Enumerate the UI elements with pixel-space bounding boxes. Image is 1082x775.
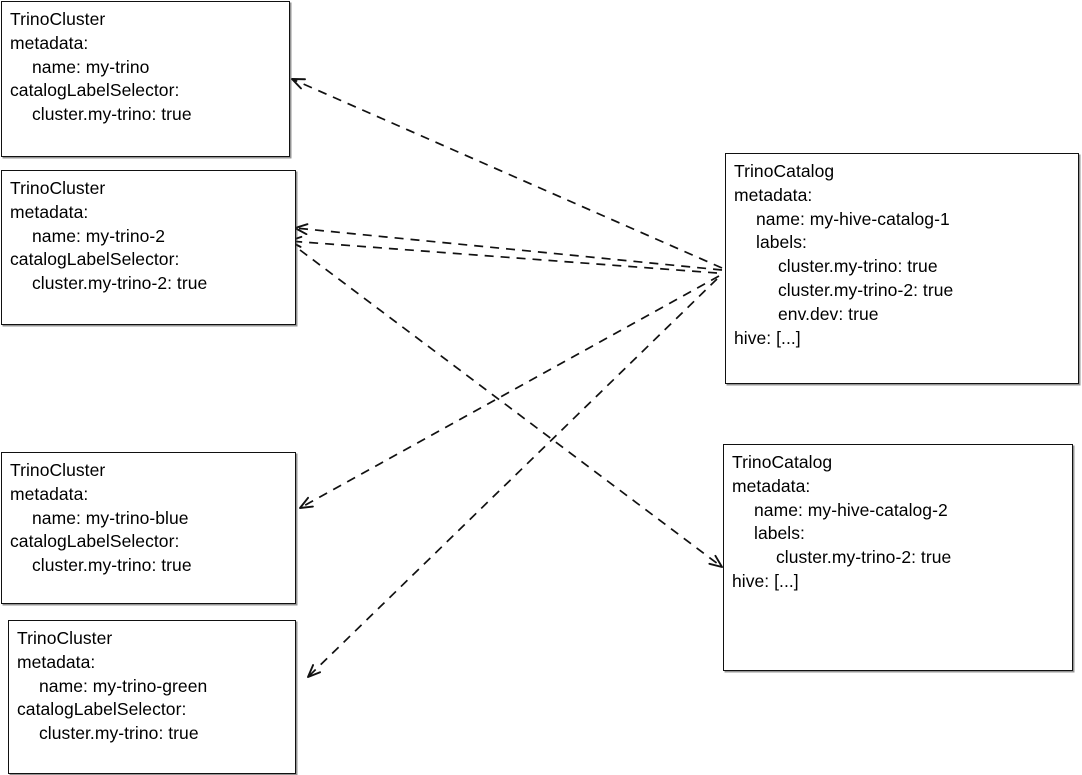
edge-catalog1-to-cluster-my-trino — [291, 78, 723, 269]
edge-catalog2-to-cluster-my-trino-2 — [288, 235, 718, 274]
node-field-line: metadata: — [10, 201, 89, 222]
node-field-line: catalogLabelSelector: — [10, 249, 180, 270]
node-cluster-my-trino-blue[interactable]: TrinoCluster metadata: name: my-trino-blue… — [1, 452, 296, 604]
node-field-line: name: my-trino-2 — [32, 225, 166, 246]
node-field-line: catalogLabelSelector: — [10, 80, 180, 101]
node-field-line: cluster.my-trino-2: true — [776, 547, 952, 568]
node-cluster-my-trino[interactable]: TrinoCluster metadata: name: my-trino catal… — [1, 1, 290, 157]
node-field-line: hive: [...] — [734, 327, 801, 348]
node-field-line: hive: [...] — [732, 570, 799, 591]
node-kind-label: TrinoCluster — [10, 178, 106, 198]
node-field-line: metadata: — [732, 475, 811, 496]
node-field-line: metadata: — [17, 651, 96, 672]
node-cluster-my-trino-2[interactable]: TrinoCluster metadata: name: my-trino-2 cat… — [1, 170, 296, 325]
node-kind-label: TrinoCatalog — [734, 161, 835, 181]
edge-group — [288, 78, 723, 678]
edge-catalog1-to-cluster-my-trino-blue — [299, 275, 720, 509]
node-kind-label: TrinoCluster — [17, 628, 113, 648]
node-field-line: name: my-hive-catalog-1 — [756, 208, 950, 229]
node-field-line: cluster.my-trino-2: true — [32, 273, 208, 294]
node-field-line: metadata: — [734, 184, 813, 205]
node-field-line: cluster.my-trino: true — [778, 256, 938, 277]
node-kind-label: TrinoCluster — [10, 9, 106, 29]
node-cluster-my-trino-green[interactable]: TrinoCluster metadata: name: my-trino-gree… — [8, 620, 296, 774]
node-field-line: cluster.my-trino: true — [32, 104, 192, 125]
edge-cluster-my-trino-2-to-catalog2 — [299, 249, 723, 568]
node-field-line: catalogLabelSelector: — [17, 699, 187, 720]
node-field-line: metadata: — [10, 483, 89, 504]
node-field-line: name: my-trino-green — [39, 675, 208, 696]
node-catalog-my-hive-catalog-1[interactable]: TrinoCatalog metadata: name: my-hive-catal… — [725, 153, 1079, 384]
node-field-line: catalogLabelSelector: — [10, 531, 180, 552]
node-catalog-my-hive-catalog-2[interactable]: TrinoCatalog metadata: name: my-hive-catal… — [723, 444, 1073, 671]
edge-catalog1-to-cluster-my-trino-2 — [294, 223, 723, 271]
node-kind-label: TrinoCluster — [10, 460, 106, 480]
node-field-line: labels: — [754, 523, 805, 544]
node-field-line: name: my-hive-catalog-2 — [754, 499, 948, 520]
node-field-line: env.dev: true — [778, 303, 879, 324]
node-field-line: cluster.my-trino-2: true — [778, 279, 954, 300]
node-field-line: metadata: — [10, 32, 89, 53]
node-field-line: name: my-trino — [32, 56, 150, 77]
node-field-line: cluster.my-trino: true — [32, 555, 192, 576]
node-field-line: cluster.my-trino: true — [39, 723, 199, 744]
edge-catalog1-to-cluster-my-trino-green — [307, 278, 718, 678]
node-field-line: name: my-trino-blue — [32, 507, 189, 528]
node-field-line: labels: — [756, 232, 807, 253]
node-kind-label: TrinoCatalog — [732, 452, 833, 472]
